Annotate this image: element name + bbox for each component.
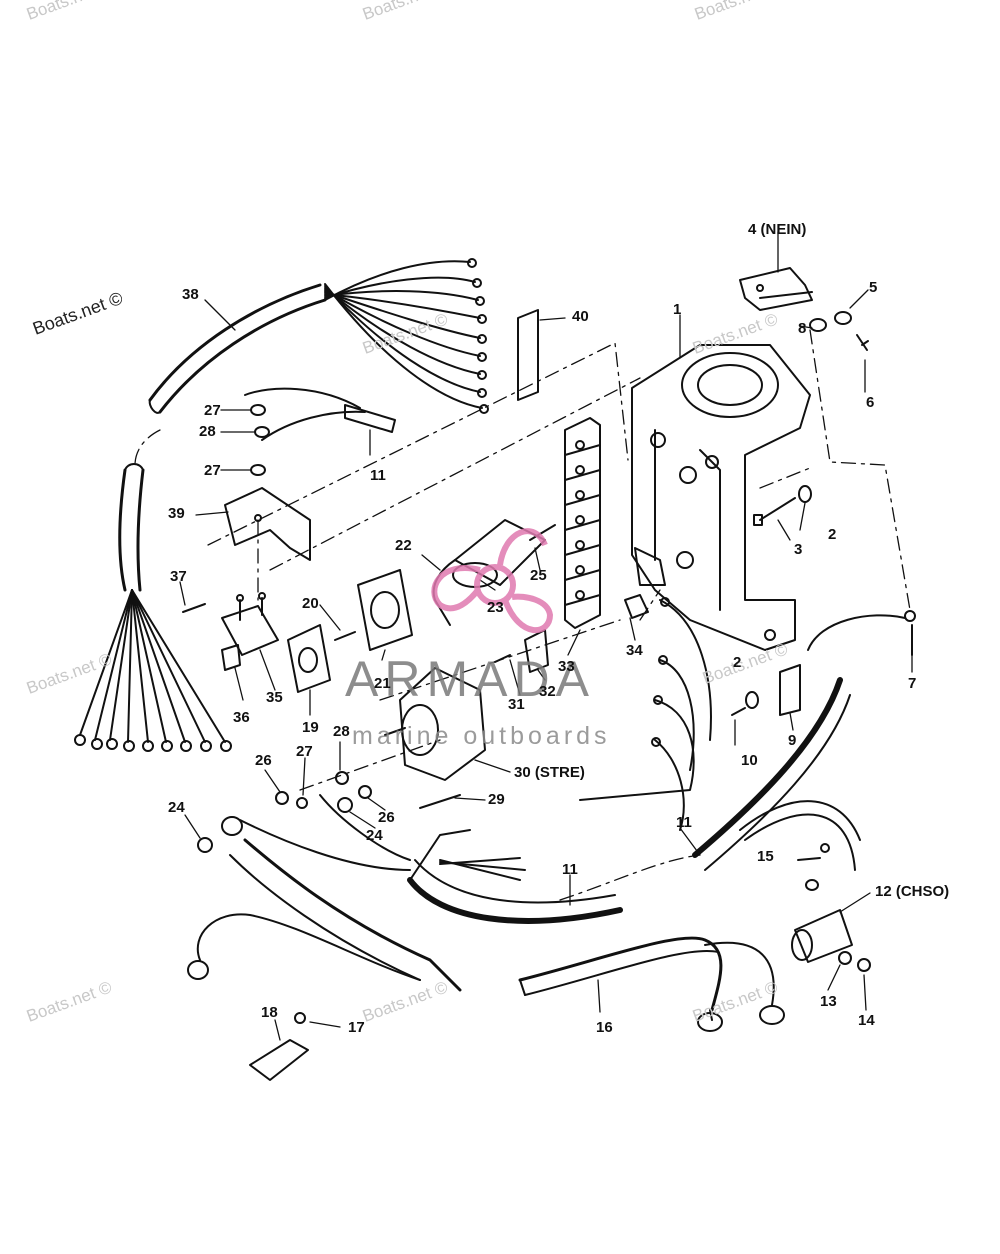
callout-38: 38 bbox=[182, 286, 199, 303]
bolt-3 bbox=[759, 497, 796, 521]
callout-11: 11 bbox=[370, 467, 386, 484]
washer-2 bbox=[798, 485, 812, 503]
wire-right-1 bbox=[659, 599, 712, 741]
logo-subtitle: marine outboards bbox=[352, 722, 611, 750]
callout-5: 5 bbox=[869, 279, 878, 296]
callout-33: 33 bbox=[558, 658, 575, 675]
screw-15 bbox=[797, 857, 821, 861]
callout-30: 30 (STRE) bbox=[514, 764, 585, 781]
wire-11-upper bbox=[244, 387, 361, 409]
plate-21 bbox=[357, 569, 413, 651]
callout-27: 27 bbox=[204, 462, 221, 479]
callout-2: 2 bbox=[828, 526, 837, 543]
harness-11-right bbox=[692, 677, 861, 871]
callout-8: 8 bbox=[798, 320, 807, 337]
bracket-9 bbox=[779, 664, 801, 716]
callout-11: 11 bbox=[562, 861, 578, 878]
harness-11-main bbox=[239, 794, 623, 924]
lockwasher-27 bbox=[296, 797, 308, 809]
callout-24: 24 bbox=[366, 827, 383, 844]
callout-11: 11 bbox=[676, 814, 692, 831]
callout-34: 34 bbox=[626, 642, 643, 659]
bolt-29 bbox=[419, 794, 461, 809]
callout-40: 40 bbox=[572, 308, 589, 325]
terminal-block-33 bbox=[564, 417, 601, 629]
nut-14 bbox=[857, 958, 871, 972]
callout-10: 10 bbox=[741, 752, 758, 769]
washer-13 bbox=[838, 951, 852, 965]
callout-19: 19 bbox=[302, 719, 319, 736]
bracket-39 bbox=[224, 487, 311, 561]
callout-27: 27 bbox=[204, 402, 221, 419]
callout-27: 27 bbox=[296, 743, 313, 760]
wiring-harness-lower-left bbox=[74, 463, 232, 752]
callout-24: 24 bbox=[168, 799, 185, 816]
solenoid-30 bbox=[384, 667, 486, 781]
callout-28: 28 bbox=[333, 723, 350, 740]
nut-24 bbox=[197, 837, 213, 853]
switch-4 bbox=[739, 267, 813, 311]
screw-6 bbox=[856, 334, 869, 351]
callout-36: 36 bbox=[233, 709, 250, 726]
callout-29: 29 bbox=[488, 791, 505, 808]
armada-logo-mark bbox=[431, 528, 554, 633]
callout-14: 14 bbox=[858, 1012, 875, 1029]
washer-26b bbox=[358, 785, 372, 799]
washer-28b bbox=[335, 771, 349, 785]
callout-28: 28 bbox=[199, 423, 216, 440]
capacitor-12 bbox=[791, 909, 853, 963]
ground-wire-7 bbox=[807, 614, 906, 651]
callout-37: 37 bbox=[170, 568, 187, 585]
wiring-harness-38 bbox=[148, 258, 489, 414]
washer-27 bbox=[250, 404, 266, 416]
callout-15: 15 bbox=[757, 848, 774, 865]
callout-6: 6 bbox=[866, 394, 875, 411]
washer-26 bbox=[275, 791, 289, 805]
callout-17: 17 bbox=[348, 1019, 365, 1036]
battery-cable-left bbox=[187, 816, 462, 992]
decal-40 bbox=[517, 309, 539, 401]
nut-24b bbox=[337, 797, 353, 813]
callout-26: 26 bbox=[378, 809, 395, 826]
callout-26: 26 bbox=[255, 752, 272, 769]
callout-1: 1 bbox=[673, 301, 682, 318]
circuit-breaker-35 bbox=[221, 592, 279, 671]
callout-13: 13 bbox=[820, 993, 837, 1010]
bracket-32 bbox=[524, 629, 549, 673]
bracket-1 bbox=[631, 344, 811, 651]
callout-18: 18 bbox=[261, 1004, 278, 1021]
clip-34 bbox=[624, 594, 649, 619]
callout-22: 22 bbox=[395, 537, 412, 554]
callout-20: 20 bbox=[302, 595, 319, 612]
plate-19 bbox=[287, 624, 331, 693]
washer-8 bbox=[809, 318, 827, 332]
callout-35: 35 bbox=[266, 689, 283, 706]
callout-32: 32 bbox=[539, 683, 556, 700]
screw-20 bbox=[334, 631, 356, 641]
washer-5 bbox=[834, 311, 852, 325]
callout-3: 3 bbox=[794, 541, 803, 558]
callout-4: 4 (NEIN) bbox=[748, 221, 807, 238]
logo-title: ARMADA bbox=[345, 651, 595, 707]
battery-cable-16 bbox=[518, 936, 785, 1032]
callout-25: 25 bbox=[530, 567, 547, 584]
callout-31: 31 bbox=[508, 696, 525, 713]
callout-12: 12 (CHSO) bbox=[875, 883, 950, 900]
callout-7: 7 bbox=[908, 675, 917, 692]
callout-16: 16 bbox=[596, 1019, 613, 1036]
screw-17 bbox=[294, 1012, 306, 1024]
callout-9: 9 bbox=[788, 732, 797, 749]
callout-21: 21 bbox=[374, 675, 391, 692]
screw-37 bbox=[182, 603, 206, 613]
boot-18 bbox=[249, 1039, 309, 1081]
callout-2: 2 bbox=[733, 654, 742, 671]
washer-27b bbox=[250, 464, 266, 476]
callout-39: 39 bbox=[168, 505, 185, 522]
callout-23: 23 bbox=[487, 599, 504, 616]
